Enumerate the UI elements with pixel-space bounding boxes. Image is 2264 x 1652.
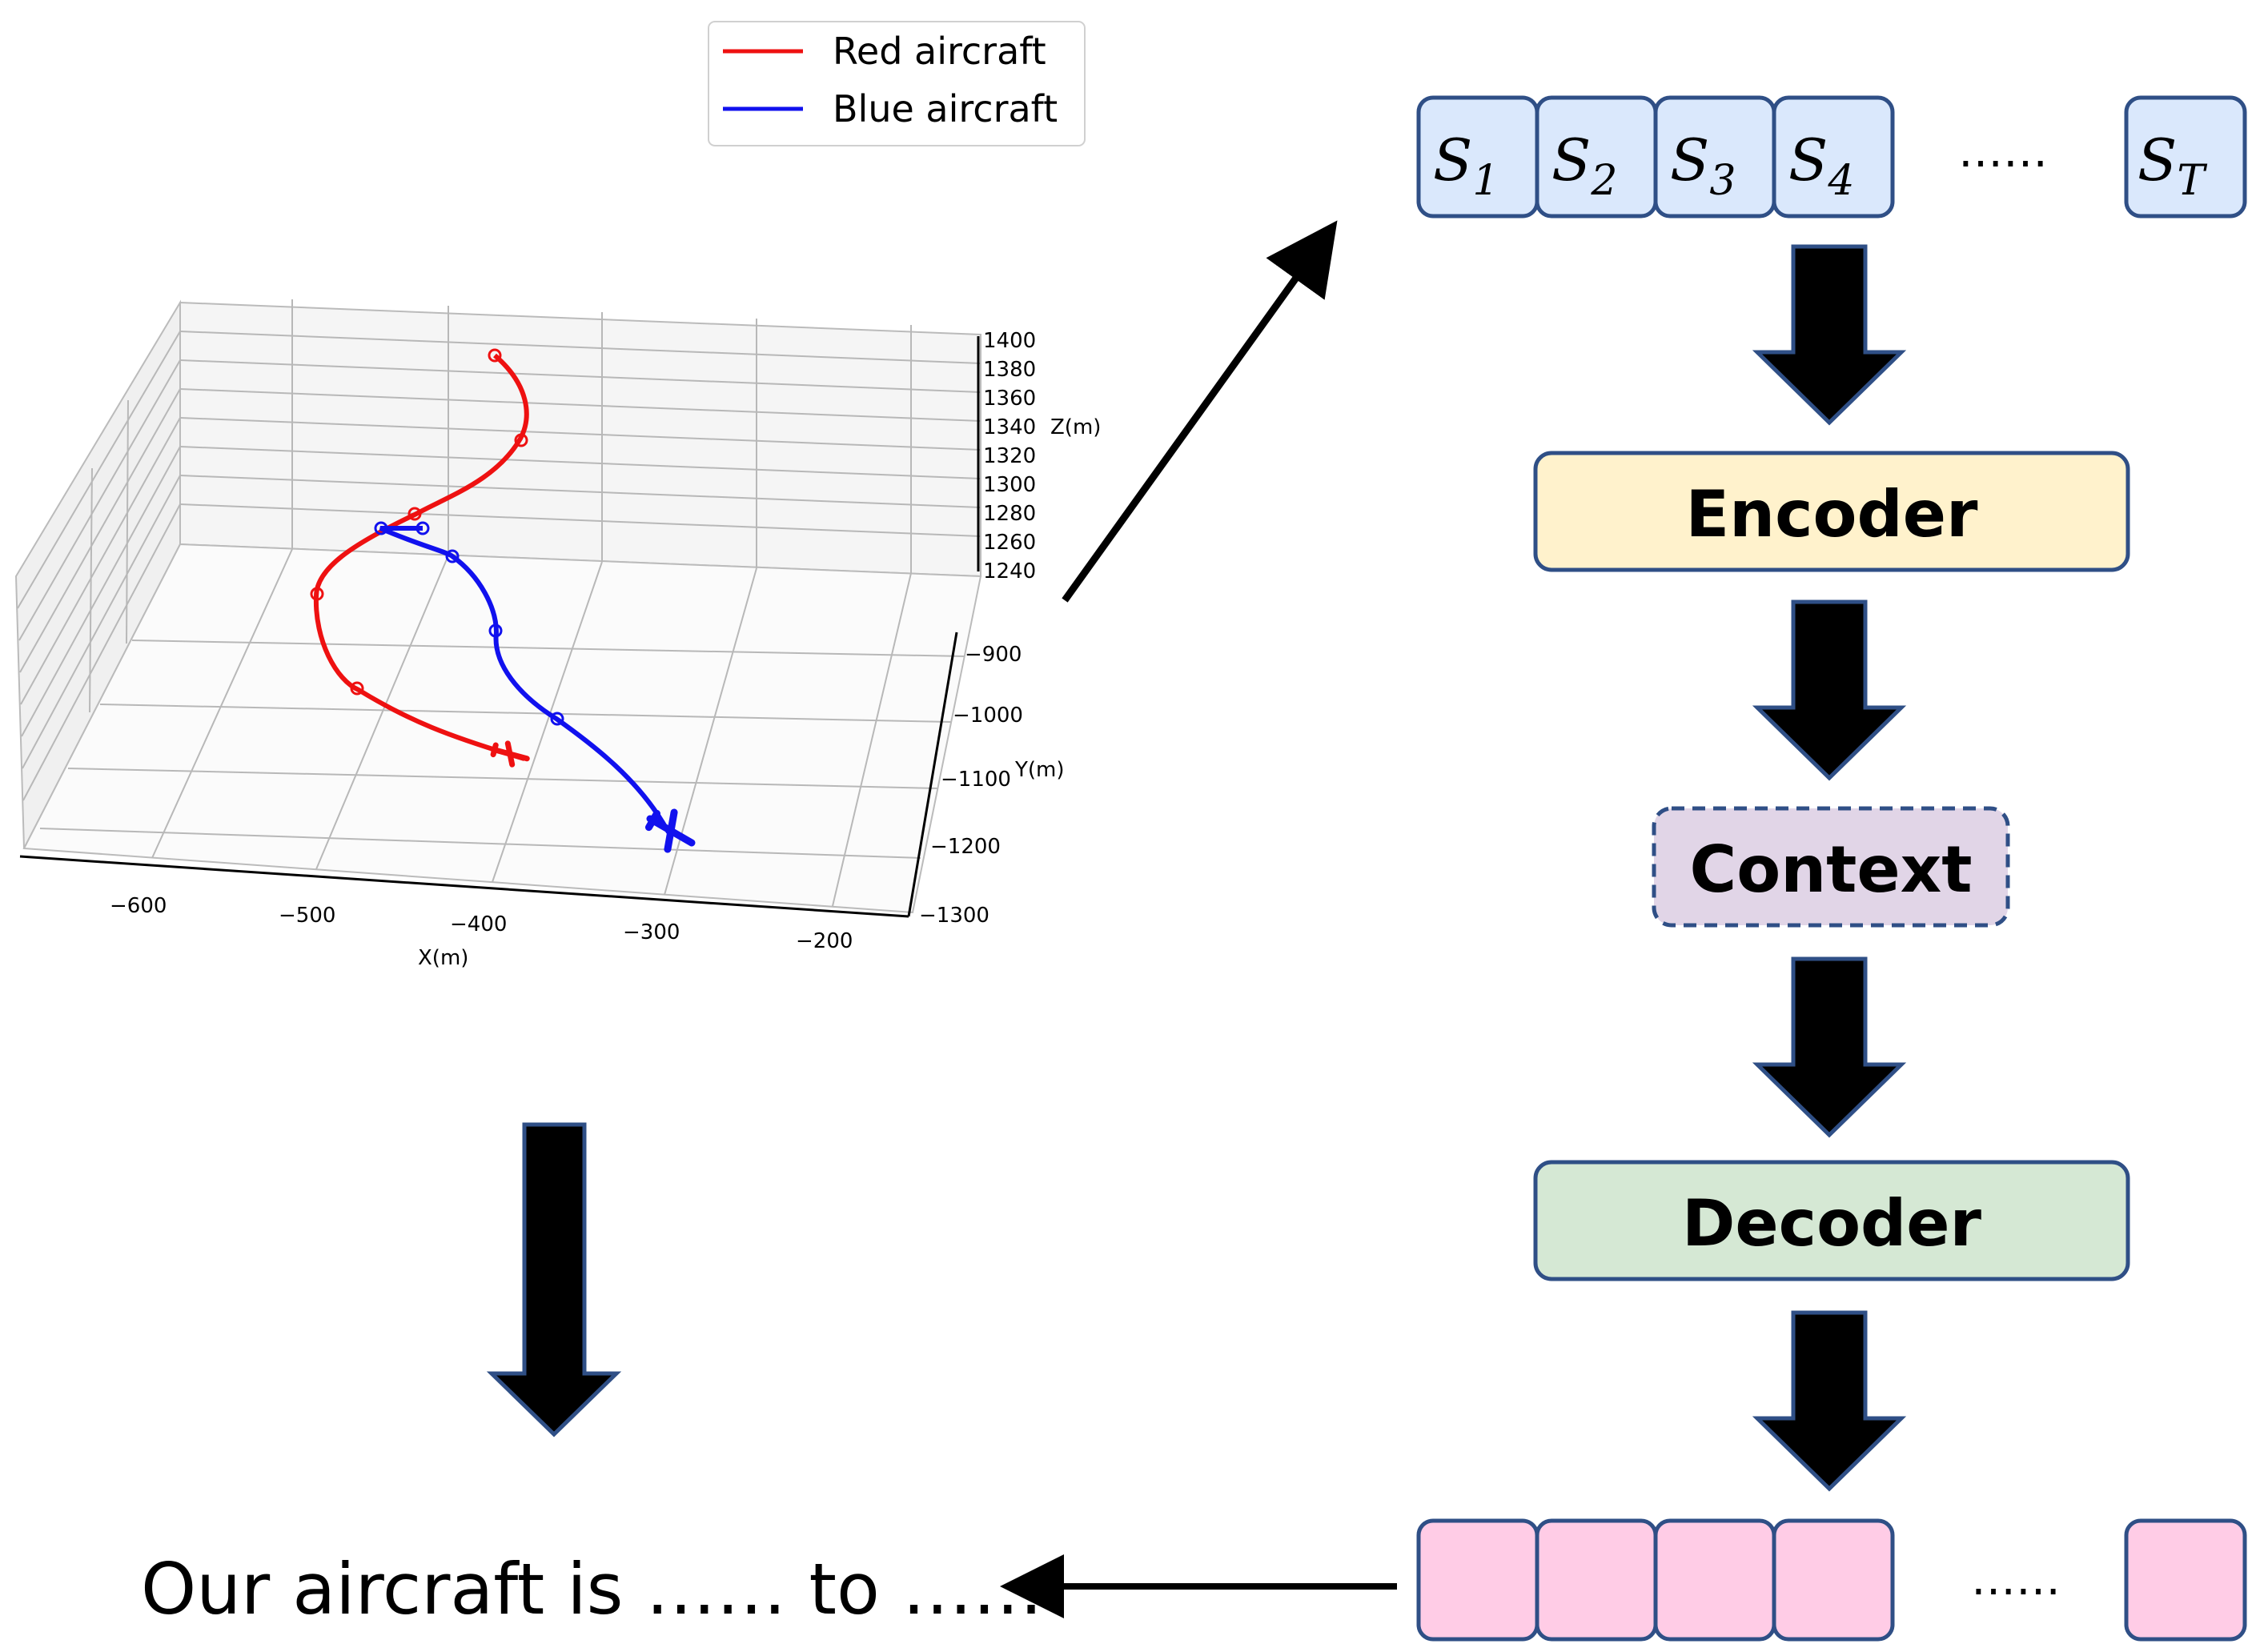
z-tick: 1240 [983, 559, 1036, 583]
x-tick: −600 [110, 894, 167, 918]
z-tick: 1340 [983, 415, 1036, 439]
output-sequence: …… [1416, 1518, 2247, 1642]
blue-trajectory-line [379, 526, 671, 834]
plot-back-pane [179, 301, 981, 578]
arrow-down-icon [1752, 956, 1907, 1138]
output-ellipsis: …… [1971, 1554, 2061, 1606]
arrow-down-icon [1752, 1310, 1907, 1492]
z-tick: 1300 [983, 473, 1036, 497]
y-axis-ticks: −900 −1000 −1100 −1200 −1300 Y(m) [919, 643, 1065, 928]
airplane-icon [490, 740, 530, 768]
blue-marker [488, 624, 503, 638]
context-block: Context [1652, 806, 2010, 928]
svg-text:S1: S1 [1433, 126, 1499, 205]
z-tick: 1400 [983, 329, 1036, 353]
arrow-up-right-icon [1062, 220, 1338, 603]
legend-label-red: Red aircraft [833, 30, 1046, 73]
z-axis-ticks: 1400 1380 1360 1340 1320 1300 1280 1260 … [983, 329, 1101, 583]
red-marker [488, 348, 502, 363]
z-tick: 1380 [983, 358, 1036, 382]
sequence-token: ST [2124, 95, 2247, 219]
svg-text:S2: S2 [1551, 126, 1617, 205]
plot-legend: Red aircraft Blue aircraft [708, 21, 1086, 146]
red-marker [350, 681, 364, 696]
sequence-token: S3 [1653, 95, 1776, 219]
output-token [1772, 1518, 1895, 1642]
z-tick: 1260 [983, 531, 1036, 555]
trajectory-plot: −600 −500 −400 −300 −200 X(m) −900 −1000… [14, 21, 1101, 970]
blue-trajectory [374, 521, 696, 853]
y-tick: −1100 [941, 768, 1011, 792]
y-axis-label: Y(m) [1014, 758, 1065, 782]
y-tick: −1200 [930, 835, 1001, 859]
red-marker [310, 587, 324, 601]
decoder-block: Decoder [1533, 1160, 2130, 1281]
sequence-token: S4 [1772, 95, 1895, 219]
output-sentence: Our aircraft is …… to …… [141, 1548, 1043, 1630]
x-tick: −300 [623, 920, 680, 944]
sequence-ellipsis: …… [1958, 126, 2048, 178]
x-axis-label: X(m) [418, 946, 468, 970]
x-axis-ticks: −600 −500 −400 −300 −200 X(m) [110, 894, 853, 970]
decoder-label: Decoder [1682, 1186, 1982, 1261]
z-tick: 1280 [983, 502, 1036, 526]
input-sequence: S1 S2 S3 S4 …… ST [1416, 95, 2247, 219]
x-tick: −500 [279, 904, 335, 928]
blue-marker [415, 521, 430, 535]
sequence-token: S2 [1535, 95, 1658, 219]
red-trajectory-line [313, 353, 529, 761]
plot-floor-pane [22, 543, 982, 914]
plot-gridlines [17, 299, 981, 907]
blue-marker [550, 712, 564, 726]
airplane-icon [644, 808, 696, 853]
blue-marker [374, 521, 388, 535]
plot-axes [19, 336, 980, 918]
svg-text:S3: S3 [1670, 126, 1736, 205]
legend-label-blue: Blue aircraft [833, 87, 1058, 130]
arrow-down-icon [1752, 599, 1907, 781]
z-tick: 1360 [983, 387, 1036, 411]
arrow-down-icon [1752, 244, 1907, 426]
y-tick: −1000 [953, 704, 1023, 728]
x-tick: −200 [796, 929, 853, 953]
output-token [1653, 1518, 1776, 1642]
x-tick: −400 [450, 912, 507, 936]
svg-text:ST: ST [2138, 126, 2207, 205]
z-axis-label: Z(m) [1050, 415, 1101, 439]
red-marker [407, 507, 422, 521]
z-tick: 1320 [983, 444, 1036, 468]
y-tick: −900 [965, 643, 1022, 667]
output-token [1535, 1518, 1658, 1642]
y-tick: −1300 [919, 904, 989, 928]
svg-text:S4: S4 [1788, 126, 1854, 205]
red-marker [514, 433, 528, 447]
red-trajectory [310, 348, 530, 768]
encoder-label: Encoder [1686, 477, 1979, 551]
blue-marker [445, 549, 460, 563]
sequence-token: S1 [1416, 95, 1539, 219]
encoder-block: Encoder [1533, 451, 2130, 572]
arrow-down-icon [486, 1122, 622, 1437]
output-token [2124, 1518, 2247, 1642]
context-label: Context [1690, 832, 1973, 907]
output-token [1416, 1518, 1539, 1642]
